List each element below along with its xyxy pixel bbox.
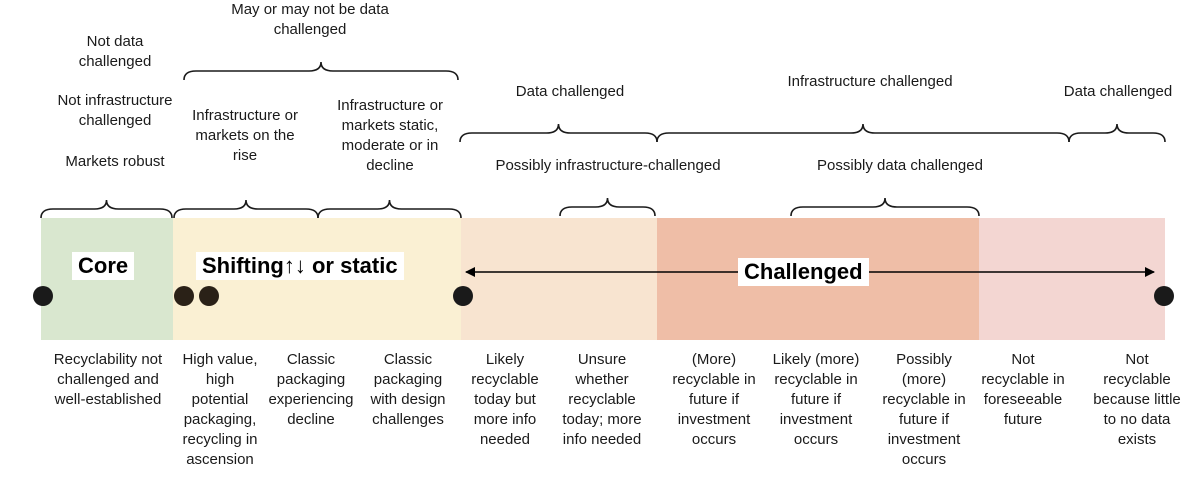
- bottom-label-not-recyclable: Not recyclable in foreseeable future: [981, 351, 1065, 428]
- bottom-label-more-future: (More) recyclable in future if investmen…: [672, 351, 756, 448]
- zone-challenged-pink: [979, 218, 1165, 340]
- brace-infra-static: [317, 199, 462, 219]
- label-data-challenged-left: Data challenged: [515, 83, 625, 100]
- label-markets-robust: Markets robust: [65, 153, 165, 170]
- brace-infra-challenged: [656, 123, 1070, 143]
- brace-data-challenged-left: [459, 123, 658, 143]
- spectrum-dot: [453, 286, 473, 306]
- bottom-label-possibly-future: Possibly (more) recyclable in future if …: [882, 351, 966, 468]
- spectrum-dot: [1154, 286, 1174, 306]
- label-may-or-may-not: May or may not be data challenged: [231, 1, 389, 38]
- zone-challenged-light: [461, 218, 657, 340]
- bottom-label-likely-today: Likely recyclable today but more info ne…: [471, 351, 539, 448]
- brace-data-challenged-right: [1068, 123, 1166, 143]
- label-infra-rise: Infrastructure or markets on the rise: [192, 107, 298, 164]
- spectrum-dot: [33, 286, 53, 306]
- brace-possibly-data: [790, 197, 980, 217]
- zone-title-shifting: Shifting↑↓ or static: [196, 252, 404, 280]
- brace-possibly-infra: [559, 197, 656, 217]
- brace-may-or-may-not: [183, 61, 459, 81]
- label-possibly-data: Possibly data challenged: [817, 157, 983, 174]
- bottom-label-classic-decline: Classic packaging experiencing decline: [268, 351, 354, 428]
- zone-title-core: Core: [72, 252, 135, 280]
- zone-title-challenged: Challenged: [738, 258, 869, 286]
- brace-infra-rise: [173, 199, 319, 219]
- bottom-label-no-data: Not recyclable because little to no data…: [1093, 351, 1181, 448]
- label-not-data-challenged: Not data challenged: [78, 33, 152, 70]
- bottom-label-high-value: High value, high potential packaging, re…: [182, 351, 258, 468]
- bottom-label-likely-future: Likely (more) recyclable in future if in…: [772, 351, 860, 448]
- label-possibly-infra: Possibly infrastructure-challenged: [495, 157, 721, 174]
- bottom-label-unsure: Unsure whether recyclable today; more in…: [562, 351, 642, 448]
- label-not-infra-challenged: Not infrastructure challenged: [57, 92, 173, 129]
- braces-group: [40, 61, 1166, 219]
- label-data-challenged-right: Data challenged: [1063, 83, 1173, 100]
- bottom-label-classic-design: Classic packaging with design challenges: [370, 351, 446, 428]
- bottom-label-core: Recyclability not challenged and well-es…: [53, 351, 163, 408]
- brace-markets-robust: [40, 199, 173, 219]
- spectrum-dot: [174, 286, 194, 306]
- label-infra-static: Infrastructure or markets static, modera…: [337, 97, 443, 174]
- label-infra-challenged: Infrastructure challenged: [787, 73, 953, 90]
- spectrum-dot: [199, 286, 219, 306]
